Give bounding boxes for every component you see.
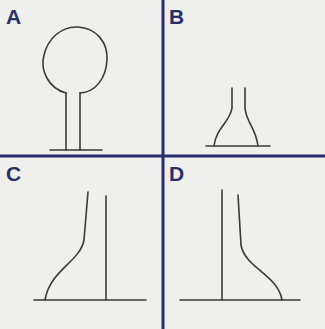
panel-letter: D	[169, 163, 184, 184]
ground-line	[180, 299, 300, 301]
flask-side	[245, 88, 258, 146]
ground-line	[206, 145, 270, 147]
panel-letter: A	[6, 6, 21, 27]
tree-crown	[43, 27, 107, 93]
ground-line	[50, 149, 102, 151]
straight-side	[105, 196, 107, 300]
tree-trunk	[79, 93, 81, 150]
tree-trunk	[65, 93, 67, 150]
ground-line	[34, 299, 146, 301]
flare-side	[45, 192, 88, 300]
flask-side	[214, 88, 232, 146]
divider-horizontal	[0, 155, 325, 158]
panel-letter: B	[169, 6, 184, 27]
straight-side	[221, 190, 223, 300]
panel-letter: C	[6, 163, 21, 184]
flare-side	[238, 195, 282, 300]
divider-vertical	[162, 0, 165, 329]
